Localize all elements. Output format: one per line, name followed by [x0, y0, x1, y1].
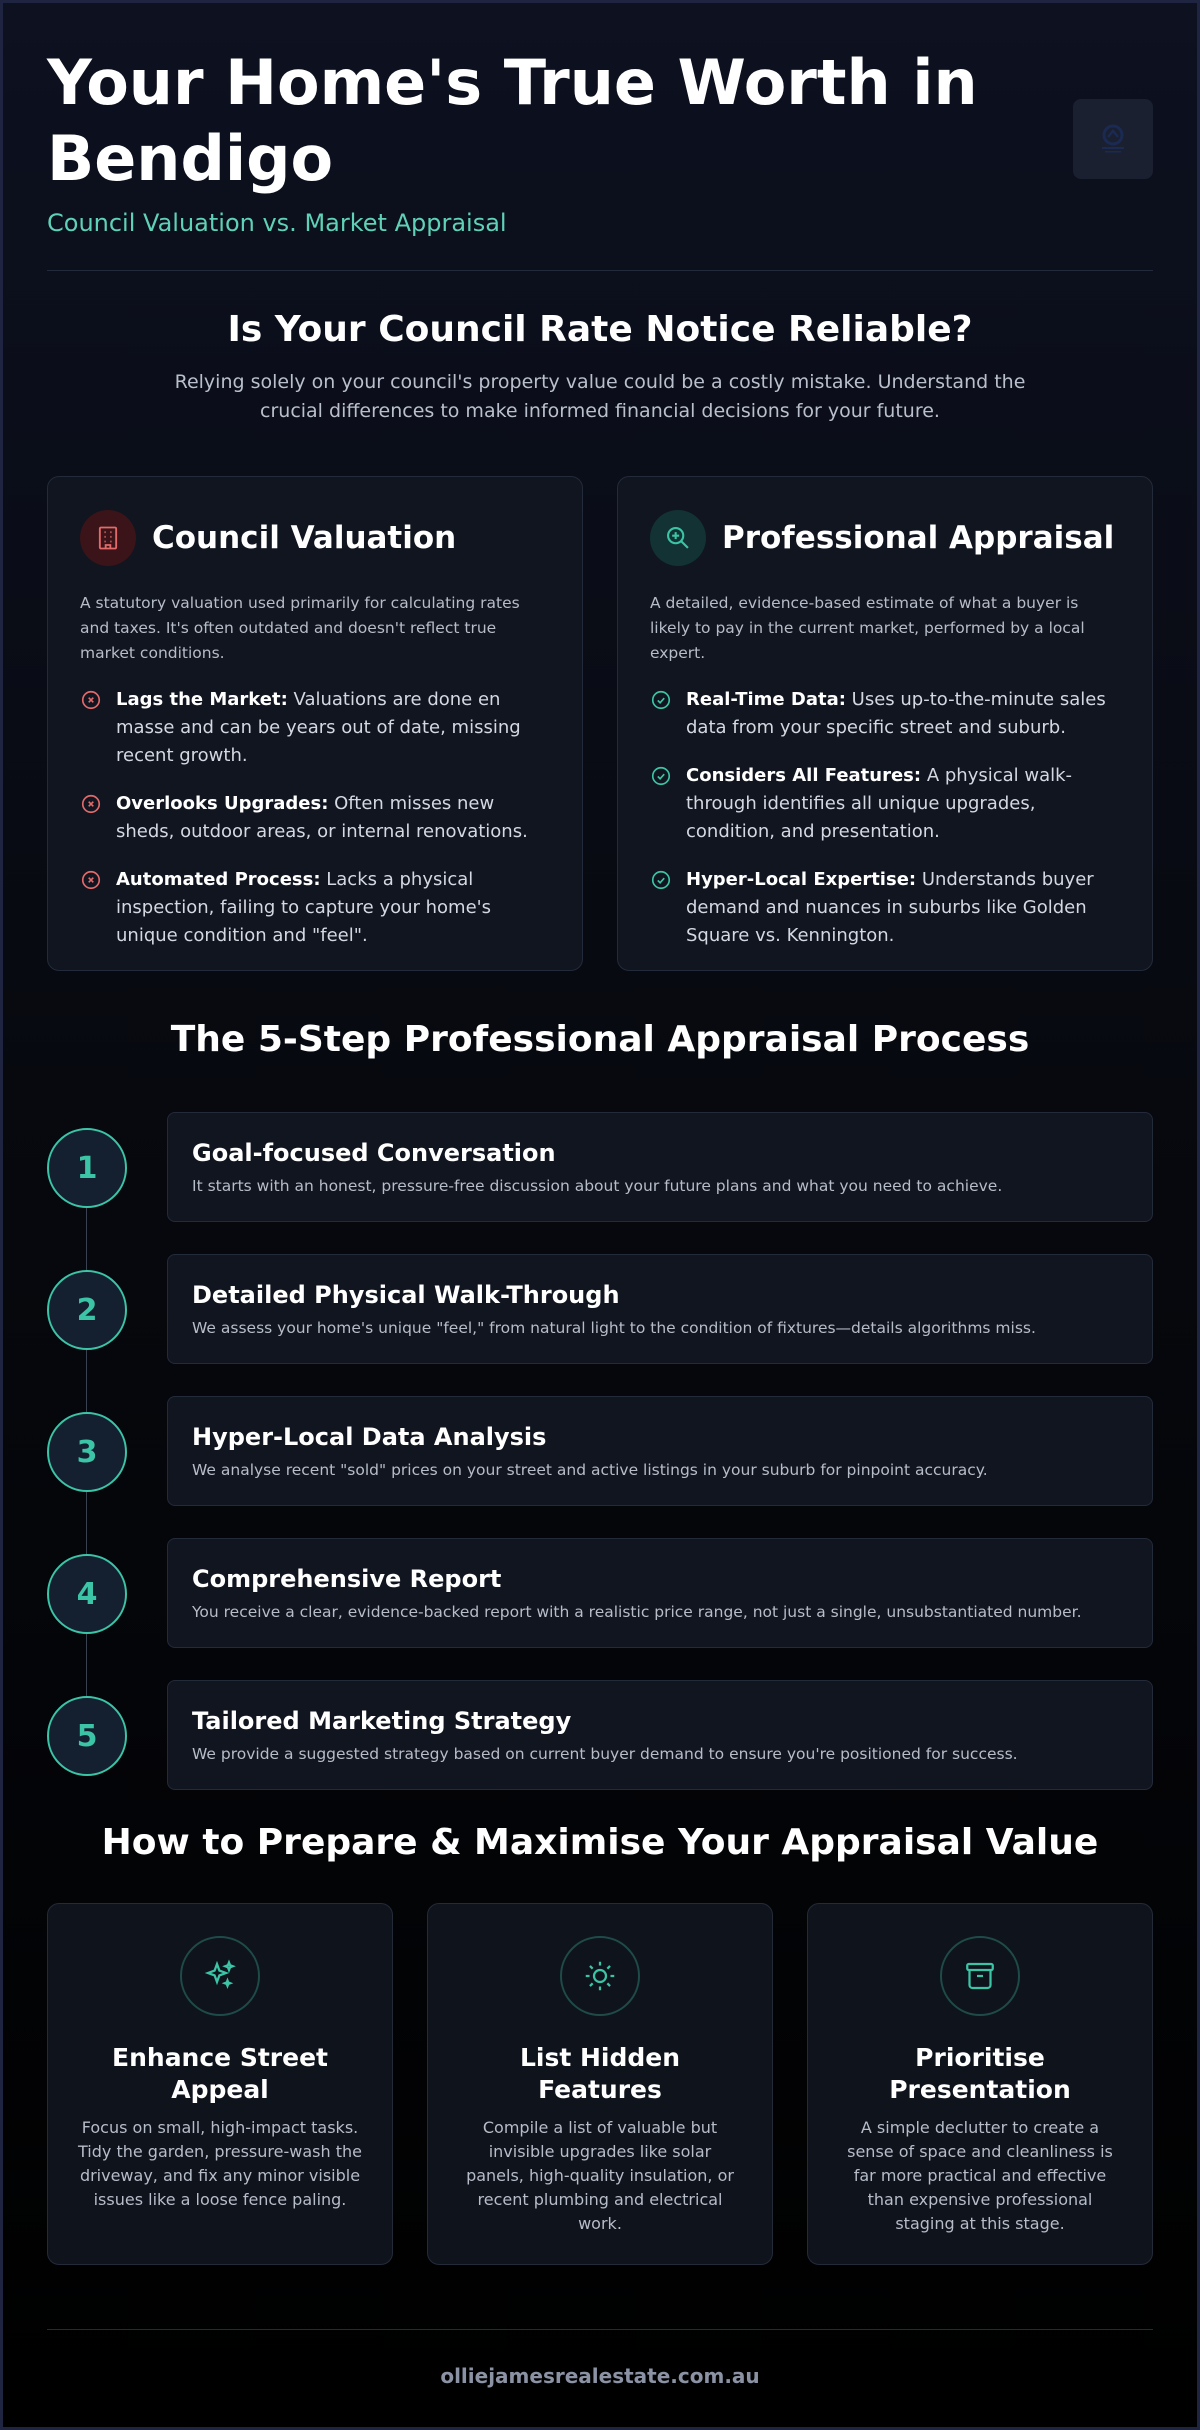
process-section: The 5-Step Professional Appraisal Proces…	[47, 1019, 1153, 1790]
sparkles-icon	[180, 1936, 260, 2016]
tip-description: Focus on small, high-impact tasks. Tidy …	[78, 2118, 362, 2209]
point-text: Lacks a physical inspection, failing to …	[116, 869, 491, 946]
council-title: Council Valuation	[152, 520, 457, 556]
list-item: Real-Time Data: Uses up-to-the-minute sa…	[650, 686, 1120, 742]
tip-card: List Hidden Features Compile a list of v…	[427, 1903, 773, 2265]
step-title: Tailored Marketing Strategy	[192, 1707, 572, 1735]
step-title: Detailed Physical Walk-Through	[192, 1281, 620, 1309]
step-description: We assess your home's unique "feel," fro…	[192, 1319, 1036, 1337]
step-number: 3	[47, 1412, 127, 1492]
step-number: 5	[47, 1696, 127, 1776]
step-card: Goal-focused Conversation It starts with…	[167, 1112, 1153, 1222]
list-item: Hyper-Local Expertise: Understands buyer…	[650, 866, 1120, 950]
list-item: Considers All Features: A physical walk-…	[650, 762, 1120, 846]
check-circle-icon	[651, 766, 671, 786]
prepare-section: How to Prepare & Maximise Your Appraisal…	[47, 1822, 1153, 2265]
tip-card: Enhance Street Appeal Focus on small, hi…	[47, 1903, 393, 2265]
check-circle-icon	[651, 690, 671, 710]
check-circle-icon	[651, 870, 671, 890]
point-label: Lags the Market:	[116, 689, 288, 710]
header: Your Home's True Worth in Bendigo Counci…	[47, 3, 1153, 271]
tip-description: Compile a list of valuable but invisible…	[466, 2118, 734, 2233]
tip-card: Prioritise Presentation A simple declutt…	[807, 1903, 1153, 2265]
step-card: Hyper-Local Data Analysis We analyse rec…	[167, 1396, 1153, 1506]
process-step: 4 Comprehensive Report You receive a cle…	[47, 1538, 1153, 1648]
step-description: We analyse recent "sold" prices on your …	[192, 1461, 988, 1479]
process-heading: The 5-Step Professional Appraisal Proces…	[170, 1019, 1030, 1060]
professional-appraisal-card: Professional Appraisal A detailed, evide…	[617, 476, 1153, 971]
prepare-heading: How to Prepare & Maximise Your Appraisal…	[101, 1822, 1099, 1863]
point-label: Considers All Features:	[686, 765, 922, 786]
magnifier-plus-icon	[650, 510, 706, 566]
x-circle-icon	[81, 870, 101, 890]
footer-website[interactable]: olliejamesrealestate.com.au	[47, 2329, 1153, 2388]
tip-cards: Enhance Street Appeal Focus on small, hi…	[47, 1903, 1153, 2265]
tip-title: Prioritise Presentation	[889, 2043, 1071, 2104]
house-logo-icon	[1073, 99, 1153, 179]
appraisal-title: Professional Appraisal	[722, 520, 1115, 556]
step-description: It starts with an honest, pressure-free …	[192, 1177, 1003, 1195]
step-number: 1	[47, 1128, 127, 1208]
page-title: Your Home's True Worth in Bendigo	[47, 46, 978, 195]
process-step: 1 Goal-focused Conversation It starts wi…	[47, 1112, 1153, 1222]
list-item: Automated Process: Lacks a physical insp…	[80, 866, 550, 950]
building-icon	[80, 510, 136, 566]
page-subtitle: Council Valuation vs. Market Appraisal	[47, 209, 507, 237]
point-label: Overlooks Upgrades:	[116, 793, 329, 814]
step-description: You receive a clear, evidence-backed rep…	[192, 1603, 1082, 1621]
reliability-intro: Relying solely on your council's propert…	[174, 371, 1026, 422]
x-circle-icon	[81, 794, 101, 814]
step-number: 2	[47, 1270, 127, 1350]
process-step: 2 Detailed Physical Walk-Through We asse…	[47, 1254, 1153, 1364]
step-card: Comprehensive Report You receive a clear…	[167, 1538, 1153, 1648]
sun-icon	[560, 1936, 640, 2016]
process-step: 5 Tailored Marketing Strategy We provide…	[47, 1680, 1153, 1790]
step-number: 4	[47, 1554, 127, 1634]
step-card: Detailed Physical Walk-Through We assess…	[167, 1254, 1153, 1364]
x-circle-icon	[81, 690, 101, 710]
step-title: Hyper-Local Data Analysis	[192, 1423, 547, 1451]
reliability-section: Is Your Council Rate Notice Reliable? Re…	[47, 271, 1153, 971]
council-valuation-card: Council Valuation A statutory valuation …	[47, 476, 583, 971]
step-title: Goal-focused Conversation	[192, 1139, 556, 1167]
tip-description: A simple declutter to create a sense of …	[847, 2118, 1113, 2233]
step-card: Tailored Marketing Strategy We provide a…	[167, 1680, 1153, 1790]
website-link[interactable]: olliejamesrealestate.com.au	[440, 2364, 760, 2388]
council-points: Lags the Market: Valuations are done en …	[80, 686, 550, 950]
process-steps: 1 Goal-focused Conversation It starts wi…	[47, 1112, 1153, 1790]
point-text: Valuations are done en masse and can be …	[116, 689, 521, 766]
comparison-cards: Council Valuation A statutory valuation …	[47, 476, 1153, 971]
process-step: 3 Hyper-Local Data Analysis We analyse r…	[47, 1396, 1153, 1506]
step-description: We provide a suggested strategy based on…	[192, 1745, 1018, 1763]
archive-box-icon	[940, 1936, 1020, 2016]
point-label: Hyper-Local Expertise:	[686, 869, 917, 890]
point-text: Understands buyer demand and nuances in …	[686, 869, 1094, 946]
list-item: Overlooks Upgrades: Often misses new she…	[80, 790, 550, 846]
appraisal-points: Real-Time Data: Uses up-to-the-minute sa…	[650, 686, 1120, 950]
step-title: Comprehensive Report	[192, 1565, 502, 1593]
council-description: A statutory valuation used primarily for…	[80, 594, 520, 662]
point-text: A physical walk-through identifies all u…	[686, 765, 1073, 842]
tip-title: List Hidden Features	[519, 2043, 681, 2104]
point-label: Automated Process:	[116, 869, 321, 890]
tip-title: Enhance Street Appeal	[112, 2043, 328, 2104]
point-text: Uses up-to-the-minute sales data from yo…	[686, 689, 1106, 738]
point-text: Often misses new sheds, outdoor areas, o…	[116, 793, 528, 842]
point-label: Real-Time Data:	[686, 689, 846, 710]
appraisal-description: A detailed, evidence-based estimate of w…	[650, 594, 1085, 662]
reliability-heading: Is Your Council Rate Notice Reliable?	[227, 309, 973, 350]
list-item: Lags the Market: Valuations are done en …	[80, 686, 550, 770]
